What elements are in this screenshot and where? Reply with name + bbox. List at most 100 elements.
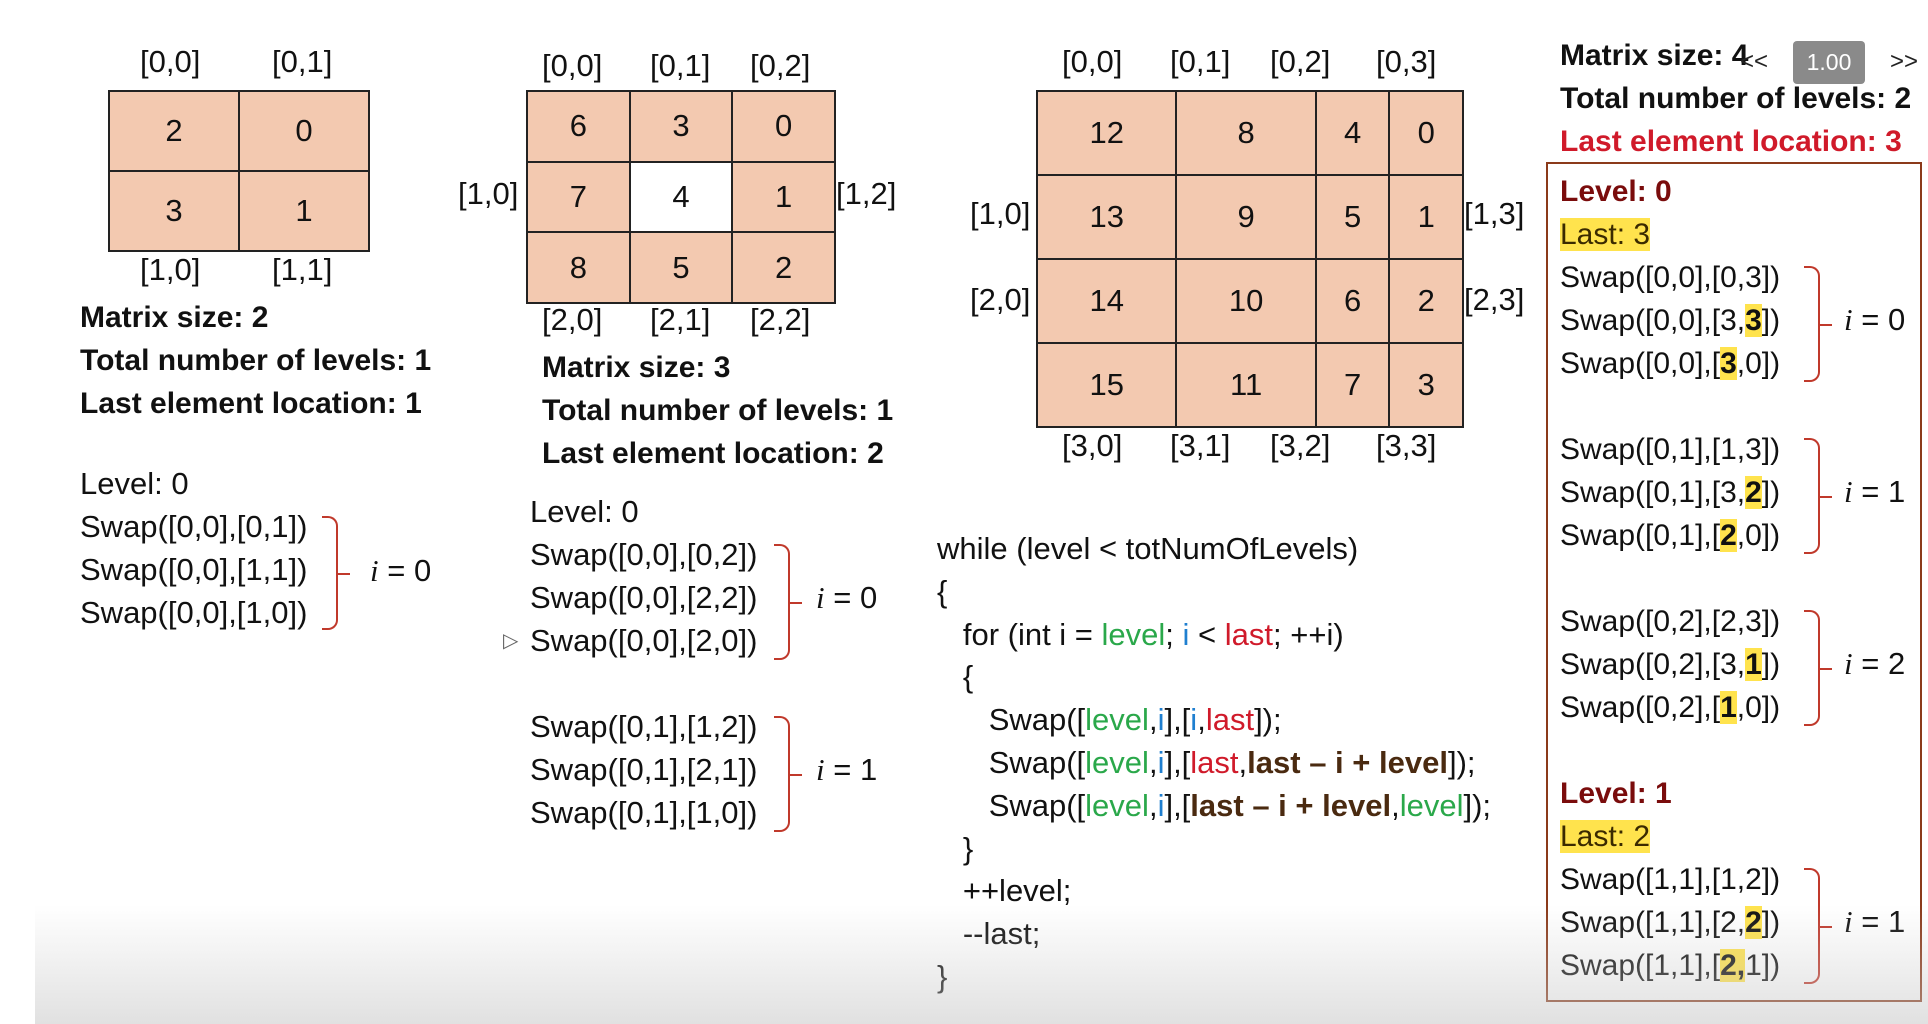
matrix4-col-label: [0,0] <box>1062 44 1123 79</box>
matrix3-info: Matrix size: 3 Total number of levels: 1… <box>542 346 893 475</box>
swap-line: Swap([0,1],[1,3]) <box>1560 433 1781 466</box>
swap-line: Swap([1,1],[1,2]) <box>1560 863 1781 896</box>
matrix-cell: 6 <box>1314 258 1391 344</box>
swap-line: Swap([0,0],[3,0]) <box>1560 347 1781 380</box>
matrix-cell: 12 <box>1035 90 1178 176</box>
swap-line: Swap([0,0],[1,1]) <box>80 552 308 587</box>
swap-line: Swap([0,0],[2,0]) <box>530 623 758 658</box>
matrix-cell: 9 <box>1175 174 1317 260</box>
matrix-cell: 3 <box>108 170 240 252</box>
matrix4-trace-box <box>1546 162 1922 1002</box>
swap-line: Swap([0,2],[2,3]) <box>1560 605 1781 638</box>
matrix3-row-label: [1,0] <box>458 176 519 211</box>
matrix-cell: 3 <box>628 90 734 163</box>
matrix-cell: 4 <box>1314 90 1391 176</box>
matrix3-trace: Level: 0 Swap([0,0],[0,2]) Swap([0,0],[2… <box>530 490 757 834</box>
i-label: i = 0 <box>370 553 432 588</box>
speed-decrease-button[interactable]: << <box>1740 48 1769 75</box>
swap-line: Swap([0,0],[2,2]) <box>530 580 758 615</box>
matrix-cell: 1 <box>1388 174 1464 260</box>
last-text: Last: 3 <box>1560 218 1651 251</box>
matrix4-row-label: [3,2] <box>1270 428 1331 463</box>
matrix-cell: 2 <box>1388 258 1464 344</box>
matrix2-row-label: [1,0] <box>140 252 201 287</box>
levels-count-text: Total number of levels: 1 <box>80 344 432 377</box>
matrix-cell: 7 <box>1314 342 1391 428</box>
brace <box>1804 610 1832 726</box>
brace <box>322 516 350 630</box>
code-line: } <box>937 958 948 994</box>
brace <box>774 544 802 660</box>
matrix-cell: 15 <box>1035 342 1178 428</box>
code-line: Swap([level,i],[last – i + level,level])… <box>988 787 1492 823</box>
matrix-cell: 1 <box>731 160 836 234</box>
swap-line: Swap([0,1],[2,0]) <box>1560 519 1781 552</box>
matrix-cell: 2 <box>731 231 836 304</box>
matrix-size-text: Matrix size: 2 <box>80 301 269 334</box>
code-line: for (int i = level; i < last; ++i) <box>962 616 1344 652</box>
i-label: i = 1 <box>1844 904 1906 939</box>
code-line: Swap([level,i],[i,last]); <box>988 702 1282 738</box>
matrix-cell: 10 <box>1175 258 1317 344</box>
matrix3-row-label: [1,2] <box>836 176 897 211</box>
matrix4-grid: 12 8 4 0 13 9 5 1 14 10 6 2 15 11 7 3 <box>1035 90 1464 428</box>
matrix4-col-label: [0,2] <box>1270 44 1331 79</box>
last-location-text: Last element location: 1 <box>80 387 422 420</box>
matrix3-row-label: [2,1] <box>650 302 711 337</box>
matrix2-col-label: [0,0] <box>140 44 201 79</box>
matrix-cell: 13 <box>1035 174 1178 260</box>
matrix-cell: 8 <box>1175 90 1317 176</box>
brace <box>1804 438 1832 554</box>
matrix2-grid: 2 0 3 1 <box>108 90 370 252</box>
matrix-size-text: Matrix size: 4 <box>1560 39 1749 72</box>
swap-line: Swap([0,0],[3,3]) <box>1560 304 1781 337</box>
brace <box>1804 266 1832 382</box>
swap-line: Swap([0,0],[0,2]) <box>530 537 758 572</box>
matrix-cell: 0 <box>1388 90 1464 176</box>
mouse-cursor-icon: ▷ <box>503 630 519 652</box>
matrix2-row-label: [1,1] <box>272 252 333 287</box>
matrix2-col-label: [0,1] <box>272 44 333 79</box>
swap-line: Swap([0,2],[1,0]) <box>1560 691 1781 724</box>
matrix-cell: 1 <box>238 170 370 252</box>
swap-line: Swap([0,1],[3,2]) <box>1560 476 1781 509</box>
swap-line: Swap([0,0],[0,1]) <box>80 509 308 544</box>
swap-line: Swap([0,0],[0,3]) <box>1560 261 1781 294</box>
matrix-cell-center: 4 <box>628 160 734 234</box>
matrix-cell: 3 <box>1388 342 1464 428</box>
matrix-cell: 5 <box>1314 174 1391 260</box>
matrix-size-text: Matrix size: 3 <box>542 351 731 384</box>
matrix-cell: 0 <box>238 90 370 172</box>
matrix3-row-label: [2,0] <box>542 302 603 337</box>
i-label: i = 1 <box>816 752 878 787</box>
swap-line: Swap([0,1],[1,2]) <box>530 709 758 744</box>
matrix3-col-label: [0,1] <box>650 48 711 83</box>
video-speed-control[interactable]: << 1.00 >> <box>1740 38 1918 86</box>
matrix4-col-label: [0,3] <box>1376 44 1437 79</box>
code-line: while (level < totNumOfLevels) <box>937 531 1359 566</box>
i-label: i = 1 <box>1844 474 1906 509</box>
code-line: { <box>962 659 974 695</box>
level-text: Level: 0 <box>80 466 189 501</box>
i-label: i = 0 <box>1844 302 1906 337</box>
playback-speed-display[interactable]: 1.00 <box>1792 40 1866 84</box>
speed-increase-button[interactable]: >> <box>1889 48 1918 75</box>
algorithm-code: while (level < totNumOfLevels) { for (int… <box>937 528 1491 999</box>
matrix4-row-label: [1,0] <box>970 196 1031 231</box>
i-label: i = 0 <box>816 580 878 615</box>
matrix-cell: 6 <box>526 90 631 163</box>
swap-line: Swap([0,1],[2,1]) <box>530 752 758 787</box>
last-location-text: Last element location: 2 <box>542 437 884 470</box>
level-text: Level: 0 <box>1560 175 1672 208</box>
matrix3-grid: 6 3 0 7 4 1 8 5 2 <box>526 90 836 304</box>
code-line: --last; <box>962 916 1041 952</box>
matrix-cell: 0 <box>731 90 836 163</box>
levels-count-text: Total number of levels: 2 <box>1560 82 1912 115</box>
matrix-cell: 7 <box>526 160 631 234</box>
code-line: } <box>962 830 974 866</box>
matrix4-col-label: [0,1] <box>1170 44 1231 79</box>
swap-line: Swap([1,1],[2,2]) <box>1560 906 1781 939</box>
swap-line: Swap([0,0],[1,0]) <box>80 595 308 630</box>
matrix-cell: 5 <box>628 231 734 304</box>
matrix4-trace: Level: 0 Last: 3 Swap([0,0],[0,3]) Swap(… <box>1560 170 1780 987</box>
